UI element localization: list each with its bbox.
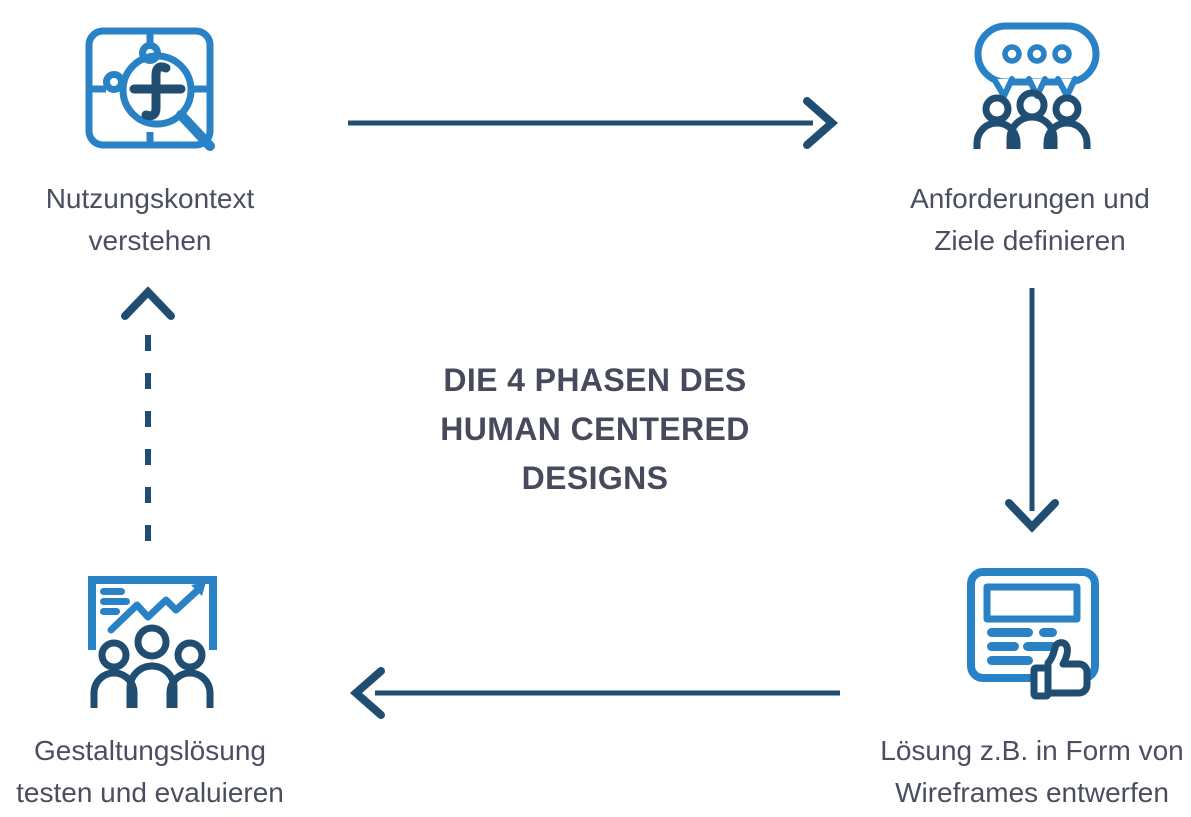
- arrow-design-to-evaluate: [349, 667, 840, 719]
- wireframe-thumbs-up-icon: [967, 568, 1099, 700]
- phase-label-line: verstehen: [88, 225, 212, 256]
- presentation-evaluation-icon: [88, 576, 217, 708]
- phase-label-requirements: Anforderungen und Ziele definieren: [890, 178, 1170, 262]
- phase-label-line: Wireframes entwerfen: [895, 777, 1169, 808]
- phase-label-design: Lösung z.B. in Form von Wireframes entwe…: [872, 730, 1191, 814]
- phase-label-line: Nutzungskontext: [45, 183, 255, 214]
- puzzle-magnifier-icon: [85, 27, 215, 151]
- phase-label-line: Ziele definieren: [934, 225, 1126, 256]
- diagram-title-line: HUMAN CENTERED: [440, 411, 750, 447]
- diagram-title-line: DIE 4 PHASEN DES: [443, 362, 747, 398]
- diagram-title-line: DESIGNS: [521, 460, 669, 496]
- phase-label-line: Gestaltungslösung: [34, 735, 266, 766]
- arrow-evaluate-to-context-dashed: [121, 286, 175, 541]
- phase-label-line: testen und evaluieren: [16, 777, 284, 808]
- phase-label-line: Lösung z.B. in Form von: [880, 735, 1184, 766]
- chart-arrowhead: [191, 582, 206, 596]
- phase-label-line: Anforderungen und: [910, 183, 1150, 214]
- diagram-title: DIE 4 PHASEN DES HUMAN CENTERED DESIGNS: [390, 356, 800, 503]
- phase-label-context: Nutzungskontext verstehen: [15, 178, 285, 262]
- arrow-context-to-requirements: [348, 97, 839, 149]
- phase-label-evaluate: Gestaltungslösung testen und evaluieren: [0, 730, 300, 814]
- group-discussion-icon: [973, 22, 1100, 149]
- arrow-requirements-to-design: [1005, 288, 1059, 533]
